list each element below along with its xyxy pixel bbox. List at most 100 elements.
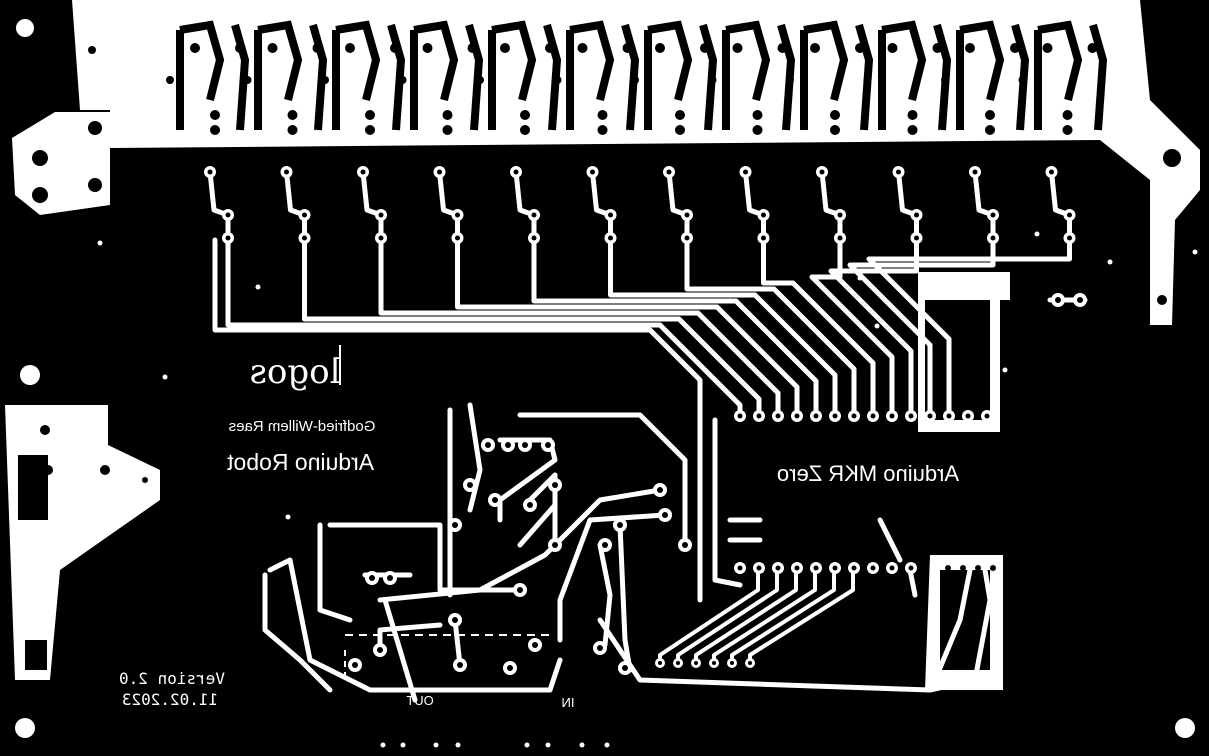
trace: [377, 622, 443, 653]
trace: [42, 427, 108, 473]
pad-hole: [1067, 212, 1072, 218]
pad-hole: [990, 235, 996, 241]
pad-hole: [655, 43, 665, 53]
pad-hole: [662, 512, 668, 518]
pad-hole: [830, 125, 840, 135]
plane-channel: [488, 20, 537, 130]
in-label: IN: [562, 695, 575, 710]
plane-channel: [465, 23, 484, 131]
pad-hole: [532, 642, 538, 648]
plane-channel: [309, 23, 328, 131]
pad-hole: [577, 43, 588, 53]
bus-trace: [212, 237, 703, 423]
plane-channel: [855, 23, 874, 131]
connector-hole: [32, 187, 48, 203]
trace: [666, 169, 690, 243]
module-label: Arduino MKR Zero: [777, 461, 959, 486]
pad-hole: [743, 169, 748, 175]
pad-hole: [684, 212, 690, 218]
out-label: OUT: [406, 693, 434, 708]
pad-hole: [345, 43, 355, 53]
author-label: Godfried-Willem Raes: [229, 418, 376, 435]
pad-hole: [452, 617, 458, 623]
mounting-hole: [20, 365, 40, 385]
pad-hole: [602, 542, 608, 548]
pad-hole: [965, 305, 971, 311]
via: [524, 742, 530, 748]
pad-hole: [210, 110, 220, 120]
via: [545, 742, 551, 748]
plane-channel: [332, 20, 381, 130]
pad-hole: [870, 565, 876, 571]
pad-hole: [761, 235, 766, 241]
plane-channel: [722, 20, 771, 130]
pad-hole: [608, 212, 613, 218]
plane-channel: [254, 20, 303, 130]
pad-hole: [422, 43, 433, 53]
pad-hole: [694, 661, 698, 665]
plane-channel: [566, 20, 615, 130]
pad-hole: [485, 442, 491, 448]
pad-hole: [28, 650, 38, 660]
pad-hole: [390, 43, 400, 53]
via-hole: [786, 76, 794, 84]
pad-hole: [387, 575, 393, 581]
pad-hole: [657, 487, 663, 493]
bus-trace: [455, 235, 800, 418]
via-hole: [631, 76, 639, 84]
traces: [37, 125, 1088, 703]
pad-hole: [531, 212, 537, 218]
mounting-hole: [1163, 149, 1181, 167]
pad-hole: [813, 413, 819, 419]
via-hole: [708, 76, 717, 84]
pad-hole: [775, 565, 781, 571]
plane-channel: [1034, 20, 1083, 130]
via: [579, 742, 585, 748]
pad-hole: [761, 212, 766, 218]
pad-hole: [732, 43, 743, 53]
pad-hole: [810, 43, 820, 53]
trace: [743, 169, 766, 243]
mounting-holes: [15, 19, 1195, 738]
pad-hole: [975, 565, 981, 571]
pad-hole: [658, 661, 662, 665]
via-hole: [941, 76, 949, 84]
pad-hole: [984, 413, 990, 419]
pad-hole: [302, 212, 307, 218]
upper-traces: [207, 169, 1072, 243]
pad-hole: [837, 235, 843, 241]
pad-hole: [312, 43, 323, 53]
pad-hole: [851, 413, 857, 419]
plane-channel: [410, 20, 459, 130]
pad-hole: [777, 43, 788, 53]
pad-hole: [597, 125, 608, 135]
pad-hole: [945, 565, 951, 571]
pad-hole: [965, 43, 975, 53]
pad-hole: [1062, 110, 1073, 120]
top-plane-channels: [176, 20, 1108, 131]
hole: [41, 6, 49, 14]
pad-hole: [617, 522, 623, 528]
pad-hole: [819, 169, 825, 175]
pad-hole: [837, 212, 843, 218]
pad-hole: [1077, 297, 1083, 303]
trace: [590, 169, 613, 243]
pad-hole: [675, 125, 685, 135]
via: [874, 323, 880, 329]
pad-hole: [712, 661, 716, 665]
plane-channel: [644, 20, 693, 130]
trace: [262, 572, 333, 693]
pad-hole: [889, 413, 895, 419]
date-label: 11.02.2023: [122, 690, 218, 709]
pad-hole: [1042, 43, 1053, 53]
pad-hole: [365, 125, 375, 135]
pad-hole: [737, 413, 743, 419]
plane-channel: [878, 20, 927, 130]
pad-hole: [552, 482, 558, 488]
pad-hole: [932, 43, 943, 53]
pad-hole: [752, 125, 763, 135]
trace: [267, 557, 563, 693]
bus-trace: [302, 235, 762, 418]
via: [455, 742, 461, 748]
pad-hole: [378, 212, 384, 218]
